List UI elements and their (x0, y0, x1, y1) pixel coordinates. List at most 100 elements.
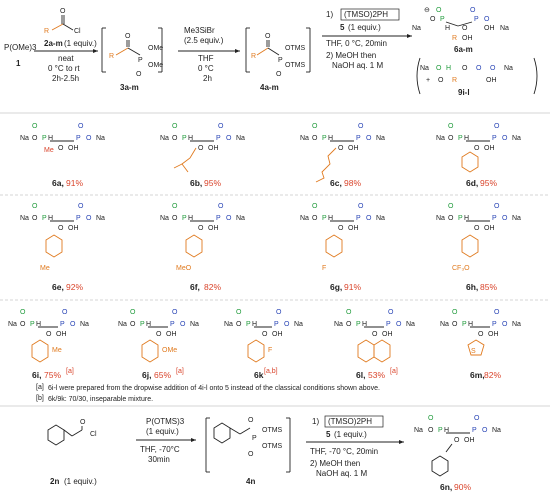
svg-text:OMe: OMe (148, 45, 163, 52)
svg-text:OH: OH (68, 225, 79, 232)
svg-text:Cl: Cl (74, 28, 81, 35)
svg-text:O: O (86, 135, 92, 142)
svg-text:P: P (140, 321, 145, 328)
product-6k-note: [a,b] (264, 368, 278, 375)
svg-text:H: H (36, 321, 41, 328)
svg-text:S: S (471, 348, 476, 355)
product-6c-id: 6c, (330, 178, 342, 188)
svg-text:O: O (482, 427, 488, 434)
scheme2-step2-line4: NaOH aq. 1 M (316, 469, 367, 478)
svg-text:R: R (251, 53, 256, 60)
svg-text:Na: Na (96, 215, 105, 222)
footnote-b-text: 6k/9k: 70/30, inseparable mixture. (48, 396, 153, 403)
product-6k-id: 6k (254, 370, 264, 380)
svg-text:O: O (78, 123, 84, 130)
step3-equiv: (1 equiv.) (348, 23, 381, 32)
product-6-structure: ⊖ O O O P P O Na H O OH Na R OH (412, 7, 509, 42)
footnote-b-mark: [b] (36, 395, 44, 402)
svg-text:OTMS: OTMS (285, 45, 306, 52)
svg-text:Na: Na (436, 135, 445, 142)
svg-text:O: O (388, 309, 394, 316)
scheme2-reagent-equiv: (1 equiv.) (146, 427, 179, 436)
svg-text:O: O (78, 203, 84, 210)
svg-text:O: O (454, 437, 460, 444)
svg-text:Cl: Cl (90, 431, 97, 438)
step2-temp: 0 °C (198, 64, 214, 73)
svg-text:O: O (494, 203, 500, 210)
footnote-a-mark: [a] (36, 384, 44, 391)
product-6j-note: [a] (176, 368, 184, 375)
svg-text:O: O (462, 65, 468, 72)
svg-text:P: P (170, 321, 175, 328)
svg-text:Na: Na (412, 25, 421, 32)
svg-text:P: P (278, 57, 283, 64)
svg-text:Na: Na (160, 135, 169, 142)
svg-text:P: P (472, 427, 477, 434)
svg-text:O: O (172, 203, 178, 210)
svg-text:O: O (32, 215, 38, 222)
svg-text:P: P (76, 215, 81, 222)
product-6m-yield: 82% (484, 370, 501, 380)
scheme-1: P(OMe)3 1 O R Cl 2a-m (1 equiv.) neat 0 … (4, 7, 538, 97)
scheme2-step2-number: 5 (326, 430, 331, 439)
svg-text:O: O (70, 321, 76, 328)
step1-cond-3: 2h-2.5h (52, 74, 79, 83)
svg-text:O: O (366, 135, 372, 142)
svg-text:O: O (226, 135, 232, 142)
svg-text:Na: Na (436, 215, 445, 222)
svg-text:Na: Na (334, 321, 343, 328)
svg-text:P: P (76, 135, 81, 142)
svg-text:O: O (80, 419, 86, 426)
svg-text:H: H (188, 135, 193, 142)
intermediate-3-number: 3a-m (120, 83, 139, 92)
svg-text:O: O (396, 321, 402, 328)
step3-line4: NaOH aq. 1 M (332, 61, 383, 70)
scheme2-step2-reagent: (TMSO)2PH (328, 417, 372, 426)
svg-text:Na: Na (20, 215, 29, 222)
svg-text:P: P (30, 321, 35, 328)
svg-text:OH: OH (68, 145, 79, 152)
svg-text:P: P (138, 57, 143, 64)
scheme2-step2-equiv: (1 equiv.) (334, 430, 367, 439)
substituent-label: Me (44, 147, 54, 154)
start-reagent: P(OMe)3 (4, 43, 37, 52)
svg-text:O: O (60, 8, 66, 15)
product-9-structure: Na O H O O O Na + O R OH (416, 57, 538, 95)
svg-text:Na: Na (500, 25, 509, 32)
svg-text:O: O (476, 65, 482, 72)
product-6i-id: 6i, (32, 370, 41, 380)
svg-text:Na: Na (118, 321, 127, 328)
svg-text:OH: OH (382, 331, 393, 338)
svg-text:Na: Na (512, 321, 521, 328)
svg-text:O: O (338, 145, 344, 152)
svg-text:Na: Na (236, 215, 245, 222)
svg-text:O: O (502, 215, 508, 222)
svg-text:Na: Na (420, 65, 429, 72)
scheme2-cond-1: THF, -70°C (140, 445, 180, 454)
scheme2-start-equiv: (1 equiv.) (64, 477, 97, 486)
svg-text:H: H (468, 321, 473, 328)
svg-text:O: O (490, 65, 496, 72)
svg-text:O: O (448, 135, 454, 142)
svg-text:Na: Na (8, 321, 17, 328)
svg-text:O: O (198, 145, 204, 152)
svg-text:P: P (438, 427, 443, 434)
svg-text:O: O (172, 309, 178, 316)
svg-text:P: P (274, 321, 279, 328)
svg-text:O: O (172, 215, 178, 222)
product-6m-id: 6m, (470, 370, 485, 380)
product-6b-id: 6b, (190, 178, 202, 188)
svg-text:O: O (284, 321, 290, 328)
svg-text:Na: Na (512, 215, 521, 222)
step3-line3: 2) MeOH then (326, 51, 376, 60)
product-6d-id: 6d, (466, 178, 478, 188)
svg-text:O: O (172, 135, 178, 142)
product-6-number: 6a-m (454, 45, 473, 54)
